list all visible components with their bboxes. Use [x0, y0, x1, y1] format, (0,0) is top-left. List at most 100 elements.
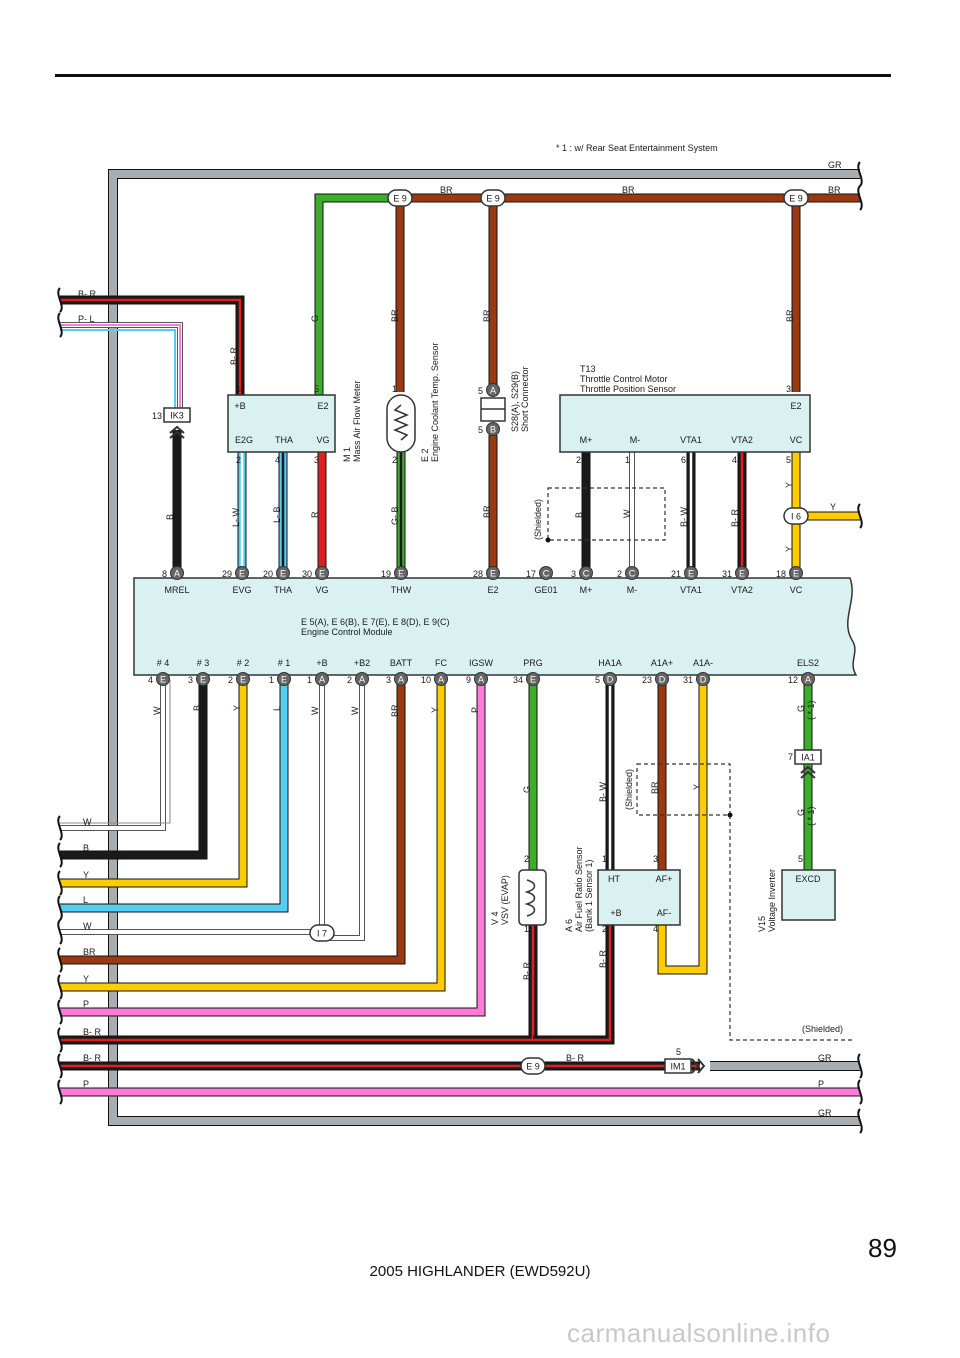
voltage-inverter: [781, 869, 836, 921]
ecm-pin-ge01-letter: C: [543, 569, 550, 579]
top-rule: [55, 74, 891, 77]
ecm-pin-igsw-letter: A: [478, 675, 484, 685]
watermark: carmanualsonline.info: [567, 1318, 831, 1348]
ecm-pin-e2: [486, 566, 500, 580]
ecm-pin-num: 1: [307, 675, 312, 685]
br-label: BR: [828, 185, 841, 195]
vsv-id: V 4: [490, 911, 500, 925]
ecm-pin-vg: [315, 566, 329, 580]
throttle-pin-m: M+: [580, 435, 593, 445]
inverter-name: Voltage Inverter: [767, 869, 777, 932]
short-pin-a-letter: A: [490, 386, 496, 396]
break-left-8: [57, 974, 63, 1000]
ecm-term-evg: EVG: [232, 585, 251, 595]
left-wire-label: B- R: [83, 1053, 102, 1063]
i6-junction: [783, 507, 809, 525]
ecm-pin-b-letter: A: [319, 675, 325, 685]
ecm-pin-vta2-letter: E: [739, 569, 745, 579]
ik3-num: 13: [152, 411, 162, 421]
throttle-pin-m: M-: [630, 435, 641, 445]
ecm-pin-evg: [235, 566, 249, 580]
inverter-pin-excd: EXCD: [795, 874, 821, 884]
ecm-term-fc: FC: [435, 658, 447, 668]
maf-name: Mass Air Flow Meter: [352, 380, 362, 462]
ecm-pin-ha1a-letter: D: [607, 675, 614, 685]
wire-color-label: GR: [818, 1108, 832, 1118]
wire-color-label: L: [272, 706, 282, 711]
left-wire-label: Y: [83, 974, 89, 984]
af-id: A 6: [564, 919, 574, 932]
ecm-pin-mrel: [170, 566, 184, 580]
short-pin-a: [486, 383, 500, 397]
wire-color-label: B: [574, 512, 584, 518]
ecm-pin-num: 23: [642, 675, 652, 685]
ecm-pin-a1a: [655, 672, 669, 686]
shield-dot-2: [727, 812, 733, 818]
inverter-id: V15: [757, 916, 767, 932]
break-right-2: [857, 503, 863, 529]
ik3-connector-label: IK3: [170, 411, 184, 421]
ecm-sub: Engine Control Module: [301, 627, 393, 637]
ia1-chevron: [800, 765, 816, 779]
ecm-pin-num: 28: [473, 569, 483, 579]
break-left-5: [57, 895, 63, 921]
e9-junction-2-label: E 9: [486, 194, 500, 204]
l-1-wire: [60, 680, 288, 912]
vsv-num: 2: [524, 854, 529, 864]
ecm-pin-m--letter: C: [629, 569, 636, 579]
ecm-pin-num: 2: [617, 569, 622, 579]
break-right-1: [857, 185, 863, 211]
e9-junction-2: [480, 189, 506, 207]
left-wire-label: Y: [83, 870, 89, 880]
coolant-num: 2: [392, 455, 397, 465]
ecm-term-m-: M-: [627, 585, 638, 595]
w-plusb2-wire: [322, 680, 364, 940]
left-wire-label: W: [83, 921, 92, 931]
ecm-pin-num: 1: [269, 675, 274, 685]
break-left-10: [57, 1027, 63, 1053]
wire-color-label: L- B: [272, 506, 282, 523]
wire-color-label: Y: [830, 502, 836, 512]
b-r-af-wire: [533, 925, 614, 1044]
ecm-term-ge01: GE01: [534, 585, 557, 595]
wire-color-label: B- W: [598, 781, 608, 802]
maf-id: M 1: [342, 447, 352, 462]
break-right-3: [857, 1053, 863, 1079]
wire-color-label: ( * 1): [806, 806, 816, 826]
ecm-pin-thw: [394, 566, 408, 580]
coolant-id: E 2: [420, 448, 430, 462]
ecm-pin-num: 21: [671, 569, 681, 579]
wire-color-label: P: [818, 1079, 824, 1089]
wire-color-label: Y: [232, 705, 242, 711]
ecm-pin-els2: [801, 672, 815, 686]
short-num: 5: [478, 425, 483, 435]
ecm-pin-num: 2: [347, 675, 352, 685]
wire-color-label: GR: [818, 1053, 832, 1063]
maf-num: 1: [236, 384, 241, 394]
ecm-term-a1a: A1A+: [651, 658, 673, 668]
ecm-name: E 5(A), E 6(B), E 7(E), E 8(D), E 9(C): [301, 617, 450, 627]
i7-junction: [309, 924, 335, 942]
throttle-pin-vc: VC: [790, 435, 803, 445]
ecm-term-els2: ELS2: [797, 658, 819, 668]
af-pin-ht: HT: [608, 874, 620, 884]
vsv-num: 1: [524, 924, 529, 934]
wire-color-label: W: [350, 706, 360, 715]
ecm-pin-num: 4: [148, 675, 153, 685]
throttle-pin-e2: E2: [790, 401, 801, 411]
l-1-wire-outline: [60, 680, 289, 913]
e9-junction-1: [387, 189, 413, 207]
wire-color-label: P: [470, 707, 480, 713]
page-number: 89: [868, 1233, 897, 1263]
thermistor-icon: [393, 404, 409, 441]
left-wire-label: P: [83, 1079, 89, 1089]
br-batt-wire: [60, 680, 405, 964]
throttle-num: 6: [681, 455, 686, 465]
ecm-pin-num: 3: [386, 675, 391, 685]
af-sub: (Bank 1 Sensor 1): [584, 859, 594, 932]
im1-connector-label: IM1: [670, 1062, 685, 1072]
e9-junction-3-label: E 9: [789, 194, 803, 204]
wire-color-label: Y: [692, 784, 702, 790]
p-l-wire-outline: [60, 322, 183, 410]
ecm-pin-els2-letter: A: [805, 675, 811, 685]
